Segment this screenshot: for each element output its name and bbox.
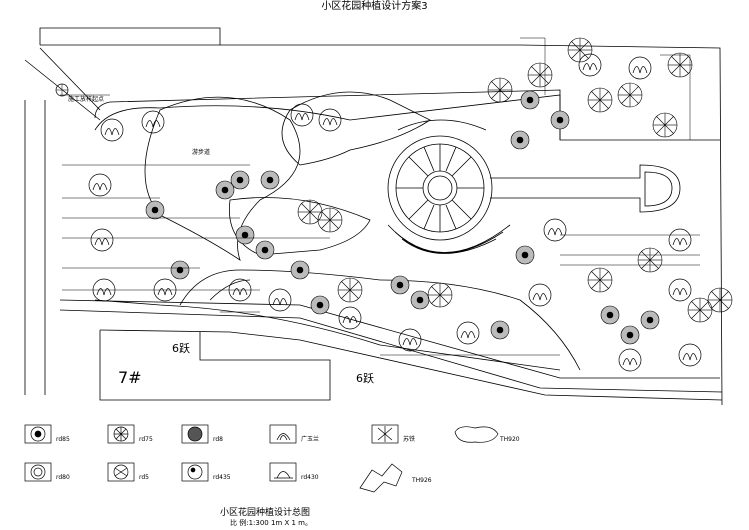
plaza-rays [396,144,484,232]
legend-label: rd85 [56,436,70,443]
legend-label: 苏铁 [403,436,416,443]
scale-note: 比 例:1:300 1m X 1 m。 [230,519,312,527]
south-kerb [99,329,723,401]
south-street-2 [59,309,723,393]
tree-symbol [543,218,567,242]
tree-group-radial [297,37,733,323]
plaza-outer [387,135,493,241]
legend-label: TH920 [500,436,520,443]
tree-symbol [678,343,702,367]
island-mid [281,91,431,166]
tree-group-west [88,53,702,372]
path-note: 游步道 [192,149,211,156]
tree-symbol [456,321,480,345]
road-left-edge [24,100,46,395]
building-7 [99,330,331,401]
floor-label-1: 6跃 [172,342,190,355]
legend-label: rd430 [301,474,319,481]
floor-label-2: 6跃 [356,372,374,385]
tree-symbol [268,288,292,312]
tree-group-dark [145,90,660,345]
legend-label: 广玉兰 [301,436,320,443]
tree-symbol [338,306,362,330]
legend-label: rd5 [139,474,149,481]
tree-symbol [528,283,552,307]
site-boundary [94,89,720,141]
tree-symbol [88,173,112,197]
tree-symbol [628,56,652,80]
construction-note: 施工放样起点 [68,96,105,103]
stair-arc-top [397,119,487,131]
tree-symbol [668,228,692,252]
legend-label: rd75 [139,436,153,443]
lawn-outline [94,94,561,371]
tree-symbol [578,53,602,77]
legend-label: TH926 [412,477,432,484]
legend-label: rd80 [56,474,70,481]
south-street [59,299,720,379]
tree-symbol [318,108,342,132]
stair-arc [387,224,511,254]
legend-symbols [24,424,499,493]
drawing-title: 小区花园种植设计方案3 [321,1,428,12]
legend-label: rd8 [213,436,223,443]
tree-symbol [90,228,114,252]
path-south [179,269,581,371]
building-label: 7# [118,368,142,387]
road-top [39,27,723,406]
leader-lines [60,37,700,356]
tree-symbol [668,278,692,302]
plan-title: 小区花园种植设计总图 [220,508,311,518]
tree-symbol [100,118,124,142]
tree-symbol [290,103,314,127]
tree-symbol [618,348,642,372]
legend-label: rd435 [213,474,231,481]
tree-symbol [398,328,422,352]
walkway-east [490,164,681,213]
tree-symbol [141,110,165,134]
